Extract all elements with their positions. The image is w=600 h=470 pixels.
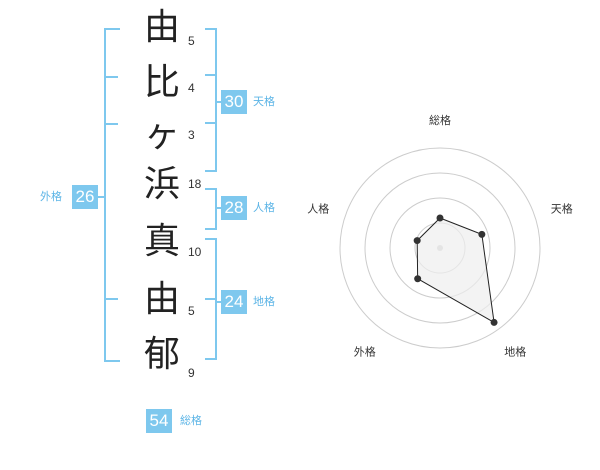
soukaku-score-badge: 54 [146, 409, 172, 433]
gaikaku-tick [104, 123, 118, 125]
radar-axis-label-1: 総格 [429, 113, 451, 127]
chikaku-connector [215, 301, 221, 303]
stroke-count-7: 9 [188, 366, 195, 380]
radar-point-3 [490, 318, 498, 326]
tenkaku-tick [205, 122, 215, 124]
chikaku-label: 地格 [253, 295, 275, 308]
radar-ring [364, 172, 516, 324]
name-char-7: 郁 [143, 334, 180, 375]
stroke-count-4: 18 [188, 177, 202, 191]
tenkaku-score-badge: 30 [221, 90, 247, 114]
tenkaku-connector [215, 101, 221, 103]
radar-axis-label-3: 地格 [504, 345, 526, 359]
radar-point-2 [478, 230, 486, 238]
stroke-count-3: 3 [188, 128, 195, 142]
tenkaku-tick [205, 74, 215, 76]
jinkaku-connector [215, 207, 221, 209]
jinkaku-bracket [205, 188, 217, 230]
chikaku-bracket [205, 238, 217, 360]
tenkaku-label: 天格 [253, 95, 275, 108]
gaikaku-score-badge: 26 [72, 185, 98, 209]
name-char-1: 由 [143, 7, 180, 48]
gaikaku-bracket [104, 28, 120, 362]
name-char-2: 比 [143, 62, 180, 103]
stroke-count-1: 5 [188, 34, 195, 48]
chikaku-tick [205, 298, 215, 300]
radar-axis-label-4: 外格 [354, 345, 376, 359]
tenkaku-bracket [205, 28, 217, 172]
radar-axis-label-2: 天格 [551, 201, 573, 215]
name-char-5: 真 [143, 221, 180, 262]
name-char-6: 由 [143, 279, 180, 320]
radar-point-5 [413, 237, 421, 245]
jinkaku-score-badge: 28 [221, 196, 247, 220]
stroke-count-5: 10 [188, 245, 202, 259]
soukaku-label: 総格 [180, 414, 202, 427]
radar-ring [339, 147, 541, 349]
radar-series-polygon [416, 217, 495, 324]
radar-ring [389, 197, 491, 299]
gaikaku-tick [104, 76, 118, 78]
gaikaku-connector [98, 196, 106, 198]
stroke-count-2: 4 [188, 81, 195, 95]
radar-point-1 [436, 214, 444, 222]
jinkaku-label: 人格 [253, 201, 275, 214]
stroke-count-6: 5 [188, 304, 195, 318]
gaikaku-label: 外格 [40, 190, 62, 203]
radar-point-4 [414, 275, 422, 283]
chikaku-score-badge: 24 [221, 290, 247, 314]
name-char-4: 浜 [143, 164, 180, 205]
gaikaku-tick [104, 298, 118, 300]
name-char-3: ヶ [143, 114, 180, 155]
radar-axis-label-5: 人格 [307, 201, 329, 215]
